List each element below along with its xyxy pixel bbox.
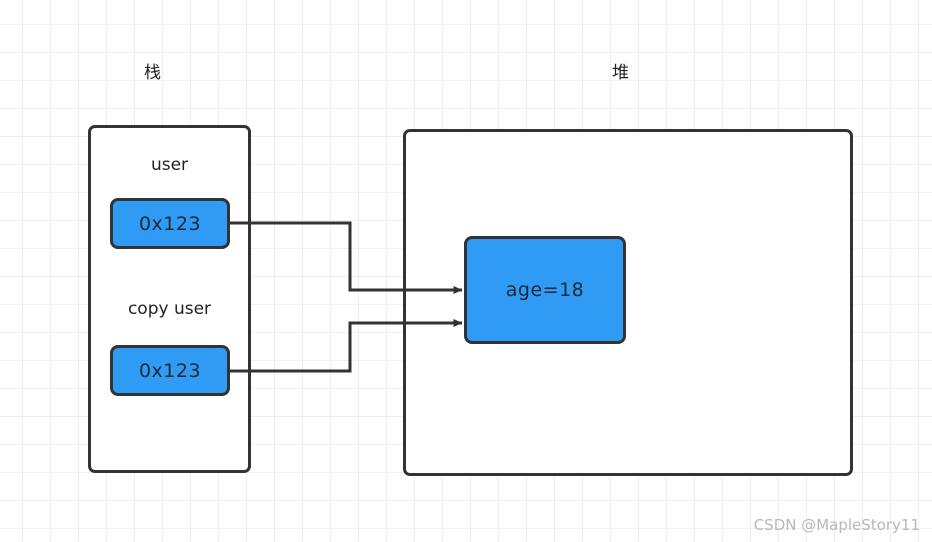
watermark-text: CSDN @MapleStory11 bbox=[753, 516, 920, 534]
heap-object-age: age=18 bbox=[464, 236, 626, 344]
pointer-box-copy-user: 0x123 bbox=[110, 345, 230, 396]
pointer-box-user: 0x123 bbox=[110, 198, 230, 249]
variable-label-user: user bbox=[150, 155, 189, 175]
stack-region-label: 栈 bbox=[144, 63, 162, 83]
variable-label-copy-user: copy user bbox=[127, 299, 212, 319]
heap-region-label: 堆 bbox=[612, 63, 630, 83]
stack-container bbox=[88, 125, 251, 473]
